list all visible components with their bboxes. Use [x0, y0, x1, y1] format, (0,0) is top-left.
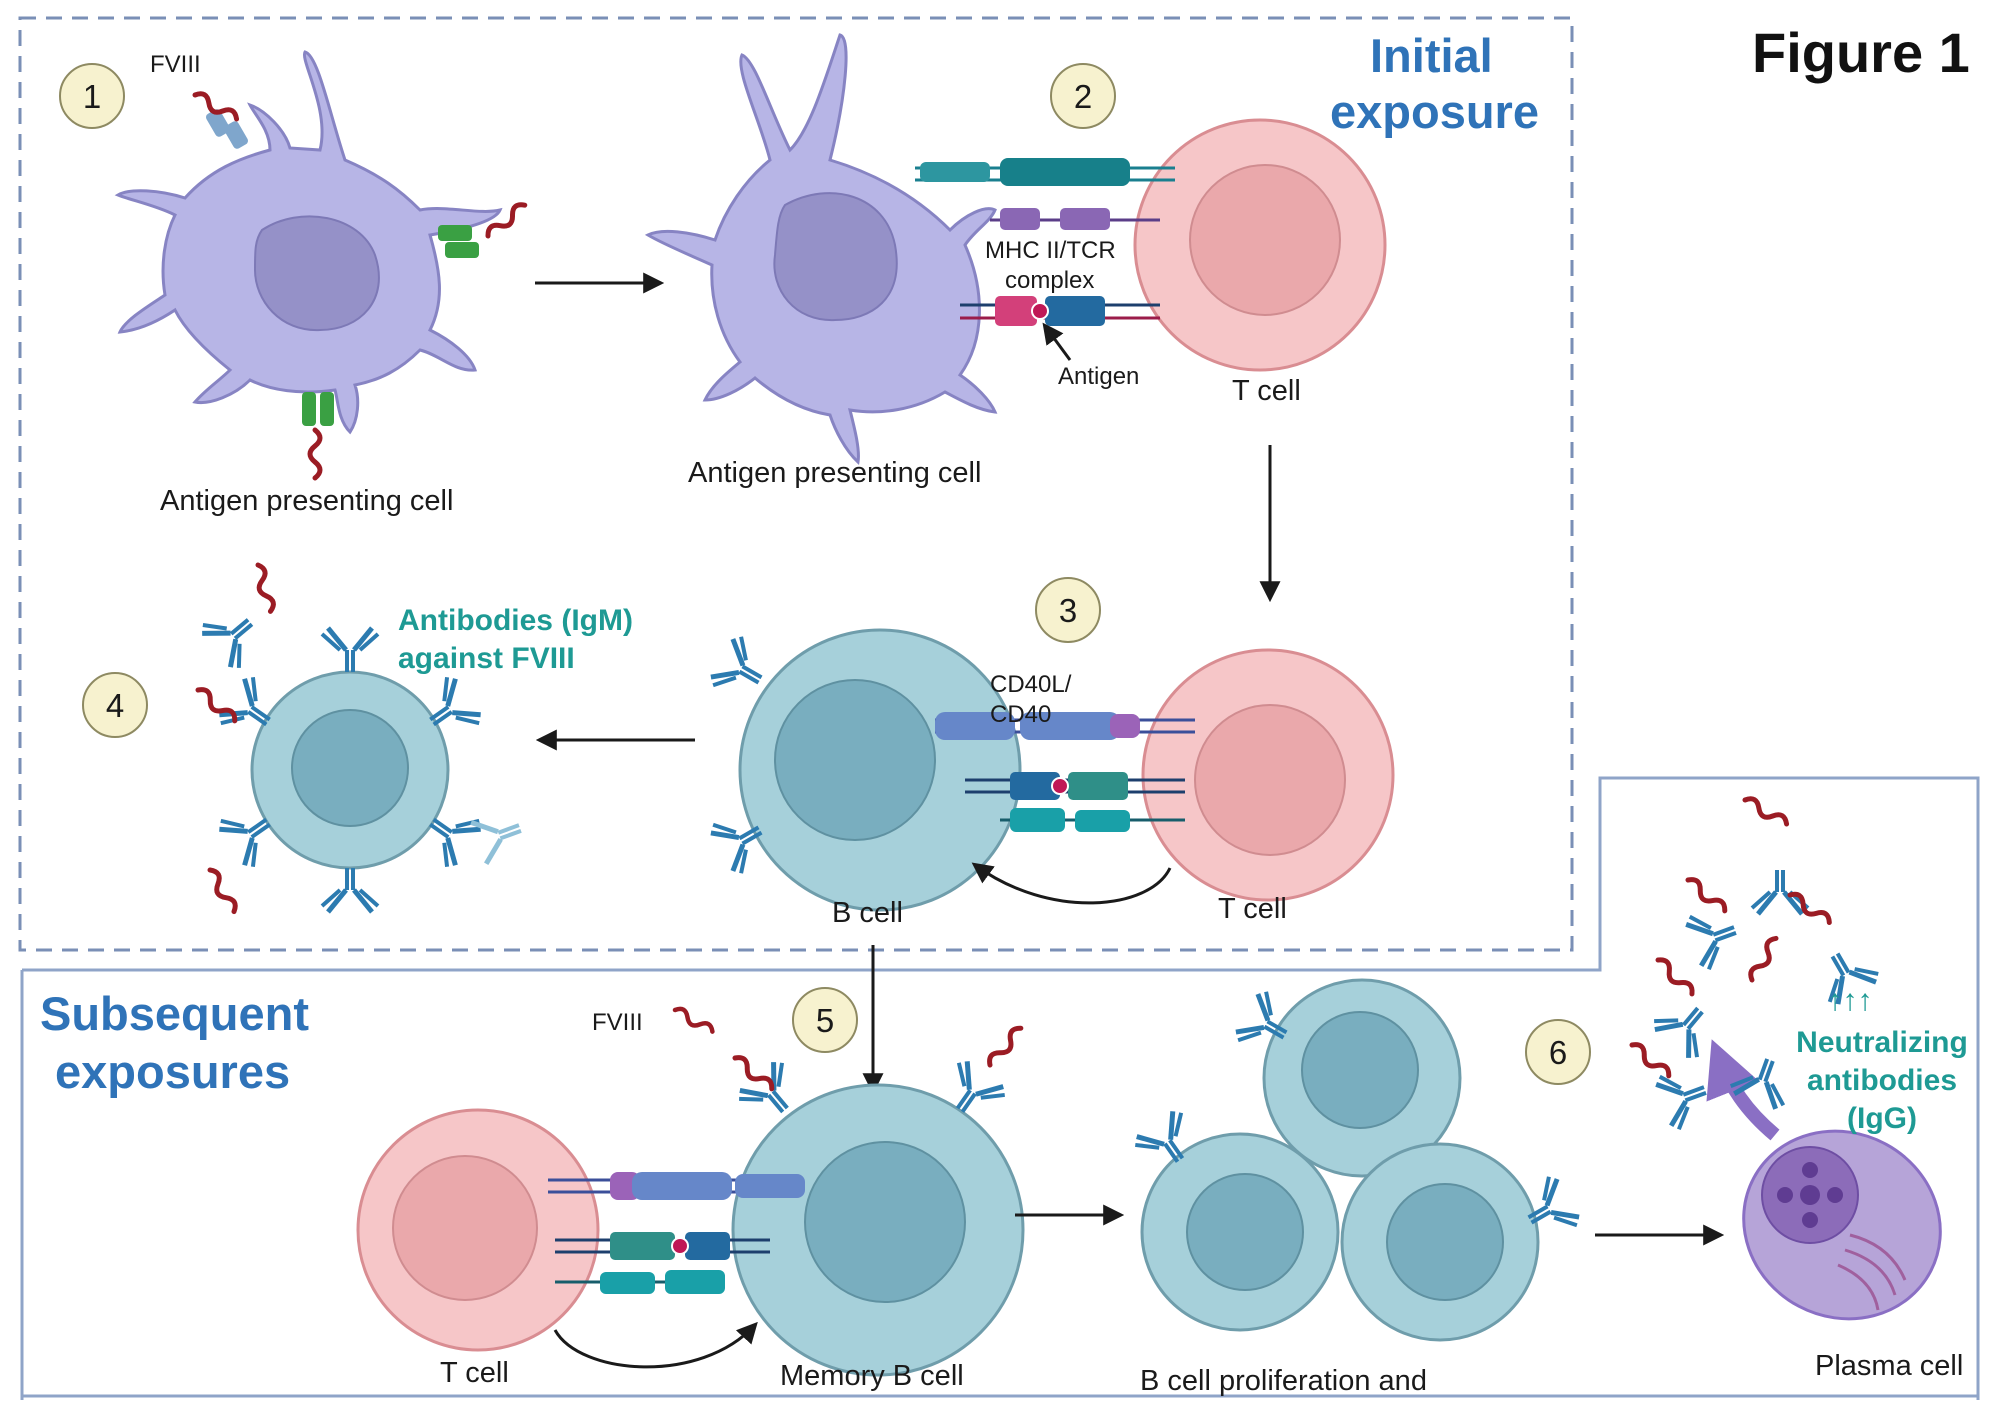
- plasma-cell: [1742, 1129, 1942, 1321]
- neut-arrows: ↑↑↑: [1828, 984, 1873, 1017]
- subsequent-heading-2: exposures: [55, 1045, 290, 1098]
- svg-text:5: 5: [816, 1002, 834, 1039]
- igm-b-cell: [250, 670, 450, 870]
- mhc-label-2: complex: [1005, 267, 1094, 294]
- memory-b-cell-label: Memory B cell: [780, 1360, 964, 1392]
- b-cell-step3: [738, 628, 1022, 912]
- apc1-receptors: [206, 109, 479, 426]
- step-5-badge: 5: [792, 987, 858, 1053]
- svg-text:1: 1: [83, 78, 101, 115]
- fviii-label-top: FVIII: [150, 51, 201, 78]
- apc-label-1: Antigen presenting cell: [160, 485, 453, 517]
- tcell-to-memory-curve: [553, 1321, 758, 1369]
- svg-text:3: 3: [1059, 592, 1077, 629]
- t-cell-label-bottom: T cell: [440, 1357, 509, 1389]
- plasma-cell-label: Plasma cell: [1815, 1350, 1963, 1382]
- cd40-label-2: CD40: [990, 701, 1051, 728]
- free-antibody-fviii: [198, 601, 268, 672]
- t-cell-label-mid: T cell: [1218, 893, 1287, 925]
- t-cell-bottom: [356, 1108, 600, 1352]
- fviii-molecule-3: [310, 430, 320, 478]
- cd40-label-1: CD40L/: [990, 671, 1072, 698]
- fviii-memory-1: [732, 1054, 775, 1093]
- step-2-badge: 2: [1050, 63, 1116, 129]
- antigen-pointer: [1042, 322, 1072, 361]
- mhc-label-1: MHC II/TCR: [985, 237, 1116, 264]
- svg-text:4: 4: [106, 687, 124, 724]
- svg-text:2: 2: [1074, 78, 1092, 115]
- t-cell-label-top: T cell: [1232, 375, 1301, 407]
- proliferating-b-cells: [1140, 978, 1540, 1342]
- initial-exposure-frame: [18, 16, 1574, 952]
- b-cell-label: B cell: [832, 897, 903, 929]
- apc-cell-1: [114, 50, 503, 435]
- step-6-badge: 6: [1525, 1019, 1591, 1085]
- step-1-badge: 1: [59, 63, 125, 129]
- fviii-molecule-2: [485, 201, 528, 240]
- memory-b-cell: [731, 1083, 1025, 1377]
- igm-label-2: against FVIII: [398, 642, 575, 675]
- svg-text:6: 6: [1549, 1034, 1567, 1071]
- step-4-badge: 4: [82, 672, 148, 738]
- cd40-complex: [935, 712, 1195, 832]
- initial-heading-2: exposure: [1330, 85, 1539, 138]
- plasma-secretion-arrow: [1706, 1039, 1780, 1141]
- figure-label: Figure 1: [1752, 21, 1970, 84]
- fviii-bound-2: [206, 868, 239, 915]
- neut-label-3: (IgG): [1847, 1102, 1917, 1135]
- tcell-to-bcell-curve: [971, 862, 1172, 905]
- apc-cell-2: [644, 33, 998, 465]
- mhc-tcr-complex: [915, 158, 1175, 326]
- fviii-free-1: [253, 564, 275, 613]
- memory-complexes: [548, 1172, 805, 1294]
- t-cell-top: [1133, 118, 1387, 372]
- free-antibody-light: [471, 807, 527, 863]
- fviii-molecule-free: [673, 1006, 715, 1035]
- neut-label-2: antibodies: [1807, 1064, 1957, 1097]
- step-3-badge: 3: [1035, 577, 1101, 643]
- fviii-memory-2: [986, 1025, 1025, 1068]
- initial-heading-1: Initial: [1370, 29, 1493, 82]
- antigen-label: Antigen: [1058, 363, 1139, 390]
- prolif-label: B cell proliferation and: [1140, 1365, 1427, 1397]
- igm-label-1: Antibodies (IgM): [398, 604, 633, 637]
- fviii-label-bottom: FVIII: [592, 1009, 643, 1036]
- t-cell-step3: [1141, 648, 1395, 902]
- apc-label-2: Antigen presenting cell: [688, 457, 981, 489]
- neut-label-1: Neutralizing: [1796, 1026, 1968, 1059]
- subsequent-heading-1: Subsequent: [40, 987, 309, 1040]
- subsequent-exposure-frame: [22, 776, 1980, 1400]
